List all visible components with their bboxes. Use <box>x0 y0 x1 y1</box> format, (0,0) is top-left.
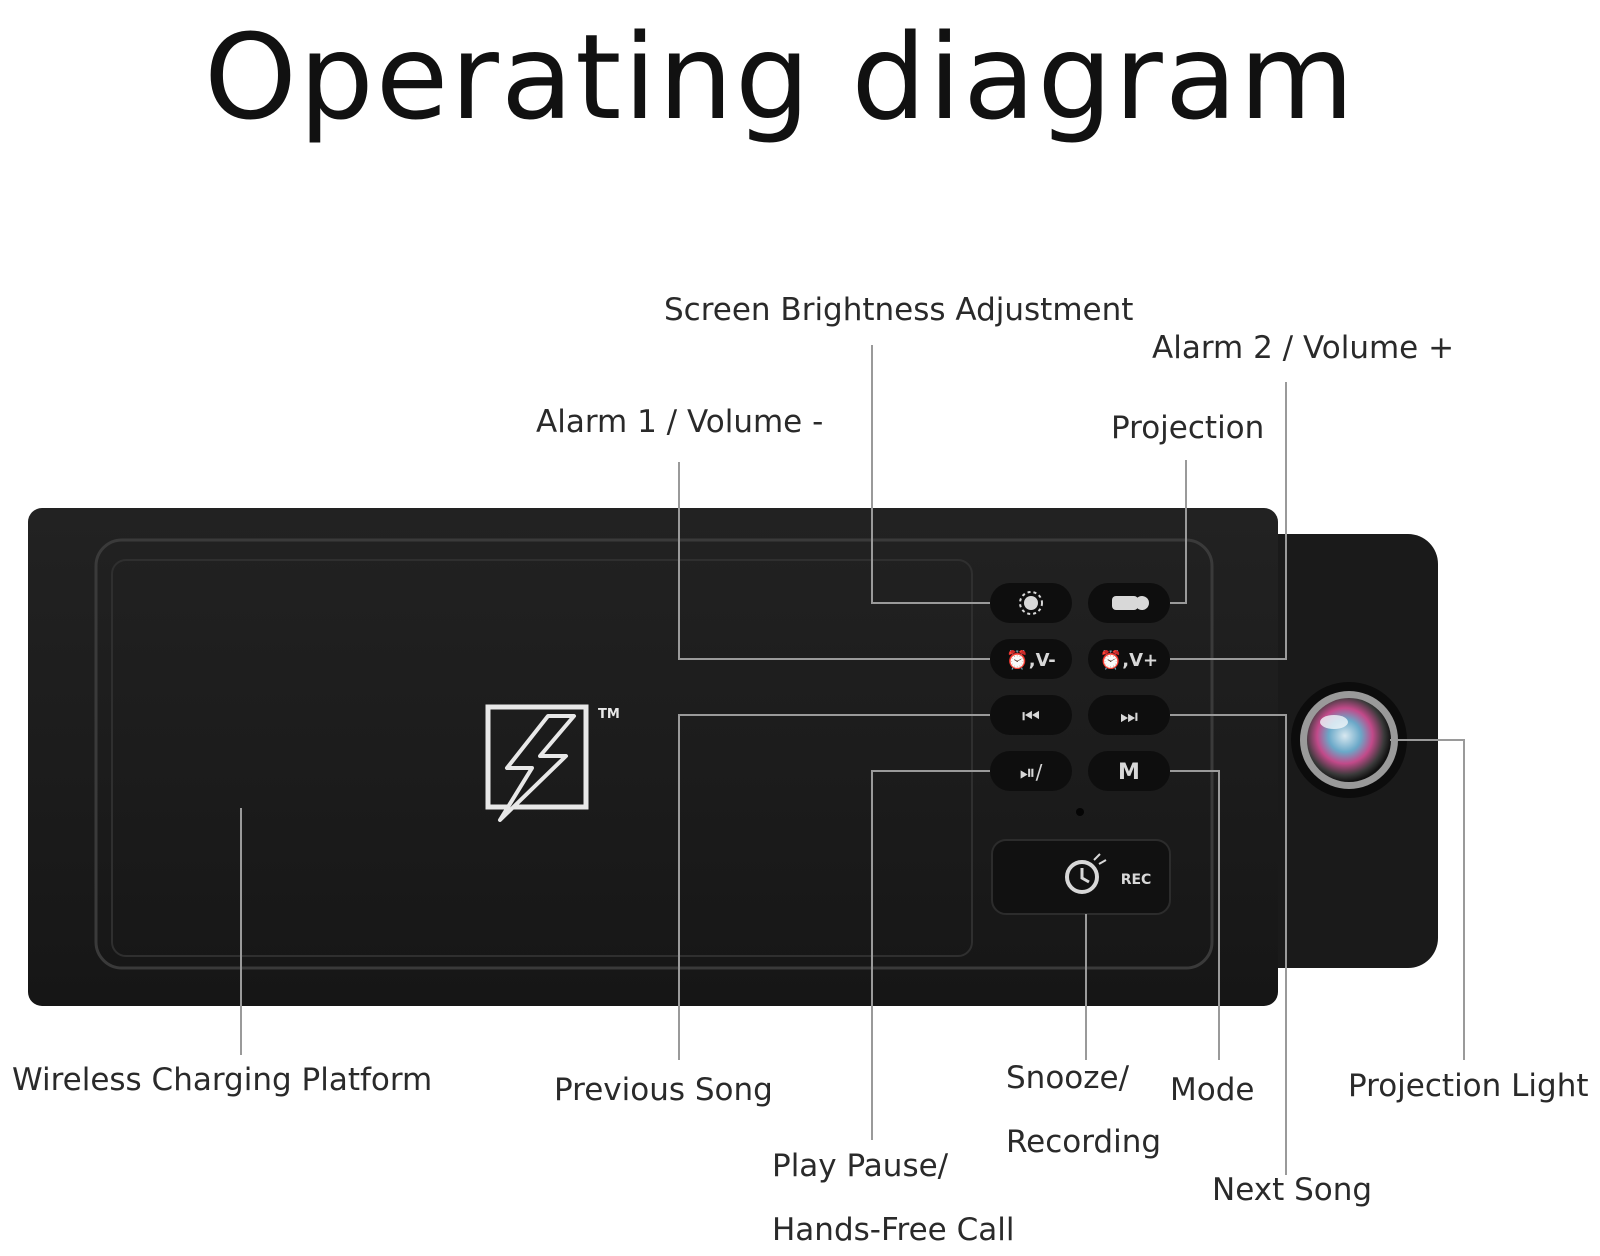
alarm2-volume-up-button[interactable]: ⏰,V+ <box>1088 639 1170 679</box>
label-alarm2-volume-up: Alarm 2 / Volume + <box>1152 330 1455 366</box>
microphone-hole <box>1076 808 1084 816</box>
previous-icon: ⏮ <box>1022 704 1040 728</box>
label-play-pause-line2: Hands-Free Call <box>772 1212 1015 1248</box>
charging-panel-inner <box>111 559 973 957</box>
play-pause-icon: ⏯/ <box>1020 760 1043 784</box>
label-alarm1-volume-down: Alarm 1 / Volume - <box>536 404 824 440</box>
leader-next <box>1170 714 1287 1175</box>
projector-icon <box>1112 596 1149 610</box>
next-song-button[interactable]: ⏭ <box>1088 695 1170 735</box>
alarm1-volume-down-button[interactable]: ⏰,V- <box>990 639 1072 679</box>
previous-song-button[interactable]: ⏮ <box>990 695 1072 735</box>
label-snooze-line1: Snooze/ <box>1006 1060 1130 1096</box>
trademark-mark: TM <box>598 707 620 722</box>
label-projection: Projection <box>1111 410 1265 446</box>
next-icon: ⏭ <box>1120 704 1138 728</box>
leader-previous <box>678 714 990 1060</box>
projection-lens <box>1291 682 1407 798</box>
snooze-recording-button[interactable]: REC <box>991 839 1171 915</box>
leader-brightness <box>871 345 990 604</box>
alarm2-button-label: ⏰,V+ <box>1100 649 1158 671</box>
leader-projection <box>1170 460 1187 604</box>
page-title: Operating diagram <box>203 8 1357 146</box>
leader-alarm1 <box>678 462 990 660</box>
label-screen-brightness: Screen Brightness Adjustment <box>664 292 1134 328</box>
label-snooze-line2: Recording <box>1006 1124 1162 1160</box>
charging-panel-outer <box>94 538 1214 970</box>
leader-play <box>871 770 990 1140</box>
projection-button[interactable] <box>1088 583 1170 623</box>
leader-alarm2 <box>1170 382 1287 660</box>
rec-label: REC <box>1121 872 1152 888</box>
leader-mode <box>1170 770 1220 1060</box>
leader-lines <box>240 345 1465 1175</box>
mode-button[interactable]: M <box>1088 751 1170 791</box>
alarm-clock-icon <box>1065 853 1107 894</box>
label-projection-light: Projection Light <box>1348 1068 1589 1104</box>
device-body <box>28 508 1278 1006</box>
label-mode: Mode <box>1170 1072 1255 1108</box>
leader-projection-light <box>1390 739 1465 1060</box>
label-next-song: Next Song <box>1212 1172 1373 1208</box>
label-play-pause-line1: Play Pause/ <box>772 1148 949 1184</box>
wireless-charging-icon: TM <box>485 704 620 822</box>
alarm1-button-label: ⏰,V- <box>1006 649 1055 671</box>
mode-button-label: M <box>1118 760 1140 785</box>
label-previous-song: Previous Song <box>554 1072 773 1108</box>
brightness-icon <box>1019 591 1043 615</box>
brightness-button[interactable] <box>990 583 1072 623</box>
play-pause-button[interactable]: ⏯/ <box>990 751 1072 791</box>
label-wireless-charging: Wireless Charging Platform <box>12 1062 433 1098</box>
